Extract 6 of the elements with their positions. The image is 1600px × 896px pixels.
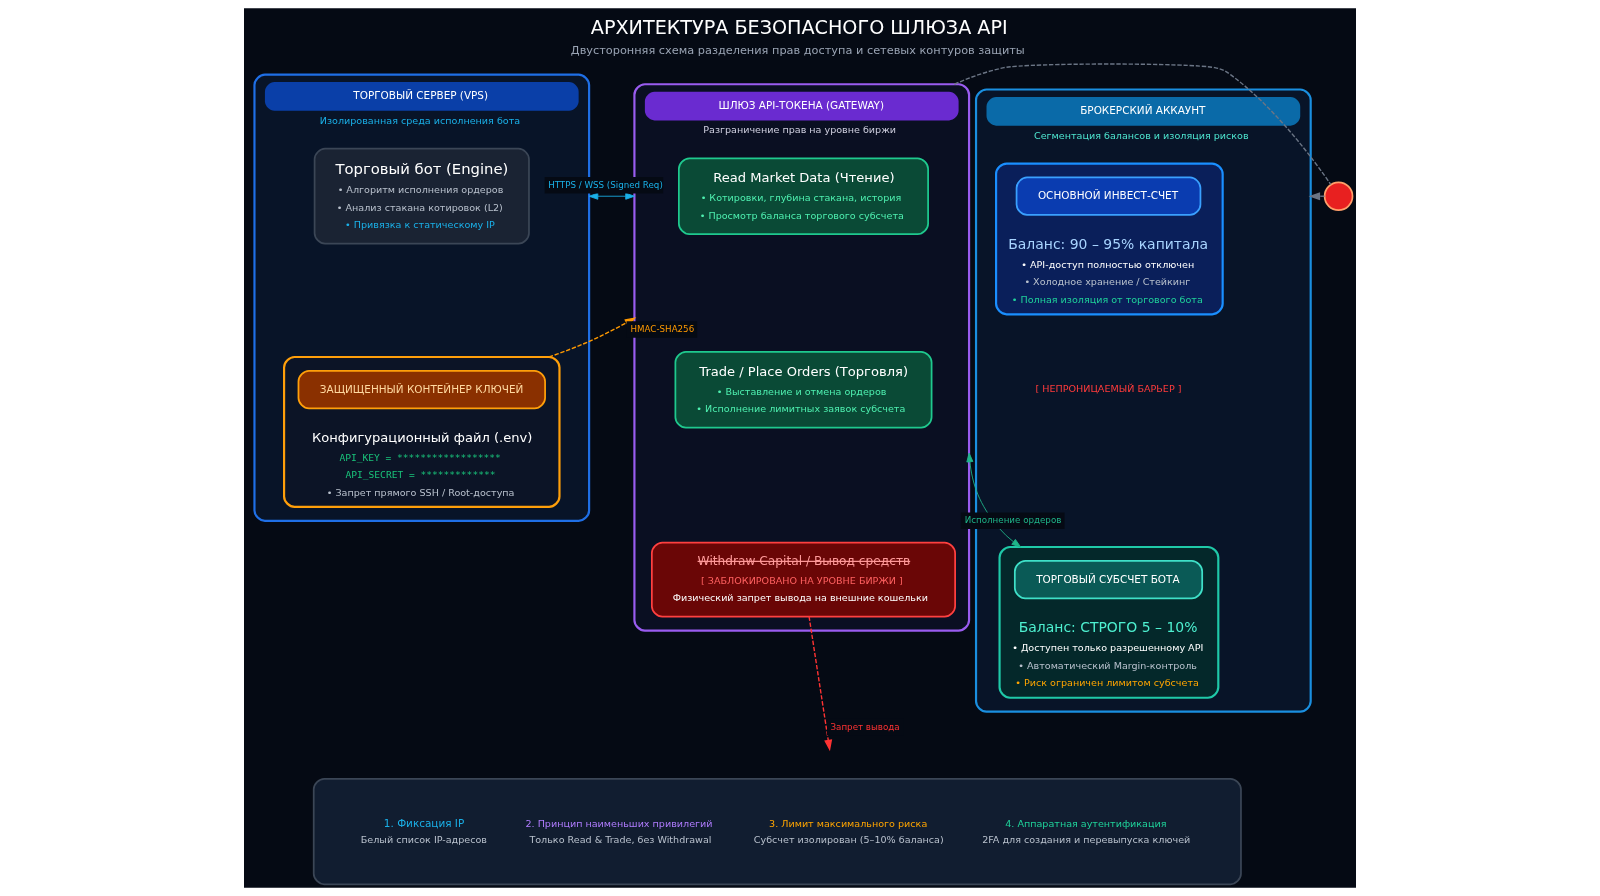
edge-label: HMAC-SHA256 <box>630 324 695 335</box>
edge-label: Исполнение ордеров <box>964 515 1062 526</box>
caption: Двусторонняя схема разделения прав доступа и сетевых контуров защиты <box>570 42 1025 57</box>
edge-label: Запрет вывода <box>830 721 900 732</box>
diagram-title: АРХИТЕКТУРА БЕЗОПАСНОГО ШЛЮЗА API <box>590 16 1008 40</box>
label: [ НЕПРОНИЦАЕМЫЙ БАРЬЕР ] <box>1035 383 1182 395</box>
